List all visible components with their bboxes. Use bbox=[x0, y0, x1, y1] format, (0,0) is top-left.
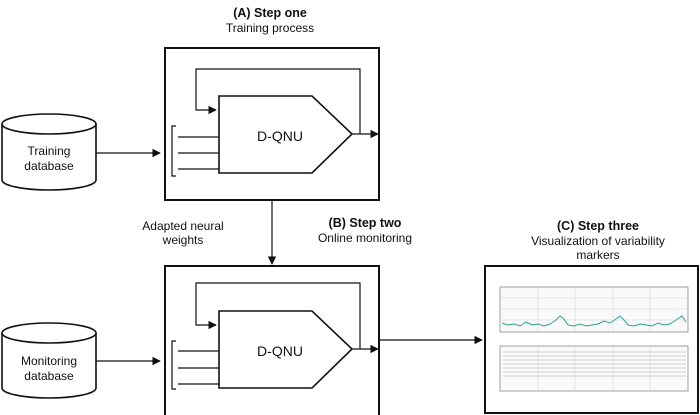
step-one-subtitle: Training process bbox=[225, 21, 315, 35]
weights-label-line2: weights bbox=[162, 233, 204, 248]
bottom-dqnu-unit bbox=[218, 310, 354, 389]
step-three-subtitle-line1: Visualization of variability bbox=[531, 234, 665, 248]
weights-label-line1: Adapted neural bbox=[142, 219, 224, 233]
top-dqnu-unit bbox=[218, 95, 354, 174]
top-input-bracket bbox=[171, 125, 176, 177]
marker-plot-bottom-lines bbox=[503, 351, 686, 377]
monitoring-db-line1: Monitoring bbox=[21, 354, 77, 368]
marker-plot-top bbox=[499, 286, 689, 333]
marker-plot-bottom bbox=[499, 345, 689, 392]
step-three-header: (C) Step three Visualization of variabil… bbox=[498, 219, 698, 263]
step-three-title: (C) Step three bbox=[557, 219, 639, 233]
step-three-subtitle-line2: markers bbox=[576, 248, 620, 263]
training-db-line1: Training bbox=[28, 144, 71, 158]
top-dqnu-label: D-QNU bbox=[257, 128, 303, 144]
top-feedback-loop bbox=[195, 68, 361, 134]
step-two-subtitle: Online monitoring bbox=[317, 231, 413, 245]
training-database-cylinder bbox=[1, 113, 97, 191]
bottom-input-bracket bbox=[171, 340, 176, 390]
weights-label: Adapted neural weights bbox=[128, 219, 238, 248]
training-db-line2: database bbox=[24, 159, 74, 173]
step-two-header: (B) Step two Online monitoring bbox=[290, 216, 440, 245]
marker-plot-top-axis-text: · bbox=[590, 337, 591, 341]
marker-plot-top-signal bbox=[501, 315, 687, 327]
step-one-header: (A) Step one Training process bbox=[200, 6, 340, 35]
monitoring-database-cylinder bbox=[1, 322, 97, 399]
step-two-title: (B) Step two bbox=[328, 216, 402, 230]
step-one-title: (A) Step one bbox=[233, 6, 307, 20]
monitoring-db-line2: database bbox=[24, 369, 74, 383]
marker-plot-bottom-grid bbox=[537, 346, 651, 391]
bottom-dqnu-label: D-QNU bbox=[257, 343, 303, 359]
bottom-feedback-loop bbox=[195, 282, 361, 349]
